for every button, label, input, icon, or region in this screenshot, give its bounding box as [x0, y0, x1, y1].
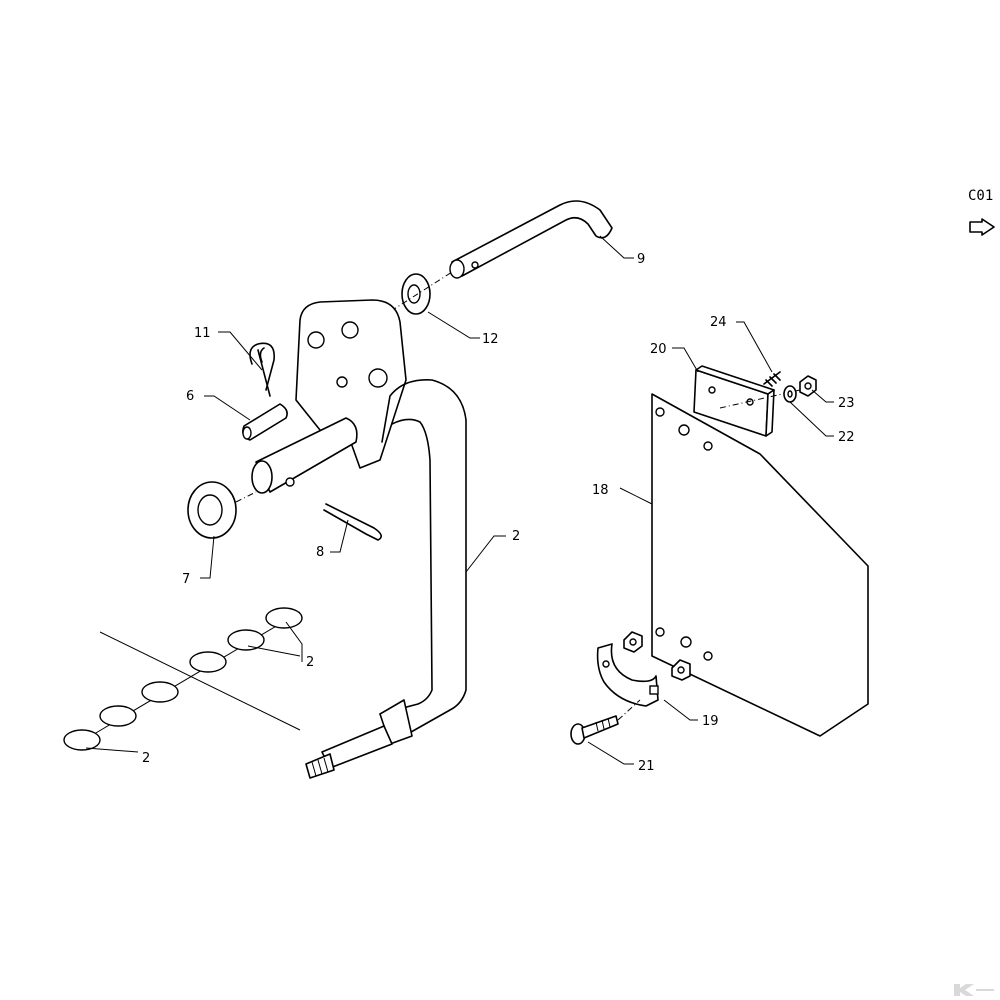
- callout-9: 9: [637, 252, 645, 267]
- page-reference: C01: [968, 188, 994, 204]
- callout-6: 6: [186, 389, 194, 404]
- part-2-section-view: [63, 607, 303, 751]
- nut-upper: [623, 631, 643, 653]
- part-6-roll-pin: [242, 403, 288, 441]
- callout-22: 22: [838, 430, 855, 445]
- callout-2-section-upper: 2: [306, 655, 314, 670]
- part-12-washer: [401, 273, 431, 315]
- callout-8: 8: [316, 545, 324, 560]
- part-24-stud: [763, 371, 781, 387]
- part-18-side-plate: [651, 393, 869, 737]
- part-21-bolt: [570, 715, 619, 745]
- callout-7: 7: [182, 572, 190, 587]
- callout-21: 21: [638, 759, 655, 774]
- part-20-clamp-bar: [693, 365, 775, 437]
- nut-lower: [671, 659, 691, 681]
- arrow-right-outline-icon[interactable]: [968, 218, 996, 236]
- part-9-handle-pin: [449, 200, 613, 279]
- callout-19: 19: [702, 714, 719, 729]
- callout-20: 20: [650, 342, 667, 357]
- callout-18: 18: [592, 483, 609, 498]
- part-2-tube-frame: [305, 379, 467, 779]
- part-22-washer: [783, 385, 797, 403]
- callout-11: 11: [194, 326, 211, 341]
- part-19-u-clamp: [596, 643, 659, 707]
- callout-labels: 9 12 11 6 7 8 2 2 2 18 19 20 21 22 23 24: [142, 252, 855, 774]
- part-23-nut: [799, 375, 817, 397]
- callout-2-section-lower: 2: [142, 751, 150, 766]
- part-8-split-pin: [323, 503, 382, 541]
- callout-2: 2: [512, 529, 520, 544]
- mounting-bracket: [251, 299, 407, 494]
- leader-lines: [85, 235, 834, 765]
- part-7-washer: [187, 481, 237, 539]
- callout-24: 24: [710, 315, 727, 330]
- callout-12: 12: [482, 332, 499, 347]
- k-logo-icon: [954, 984, 994, 996]
- callout-23: 23: [838, 396, 855, 411]
